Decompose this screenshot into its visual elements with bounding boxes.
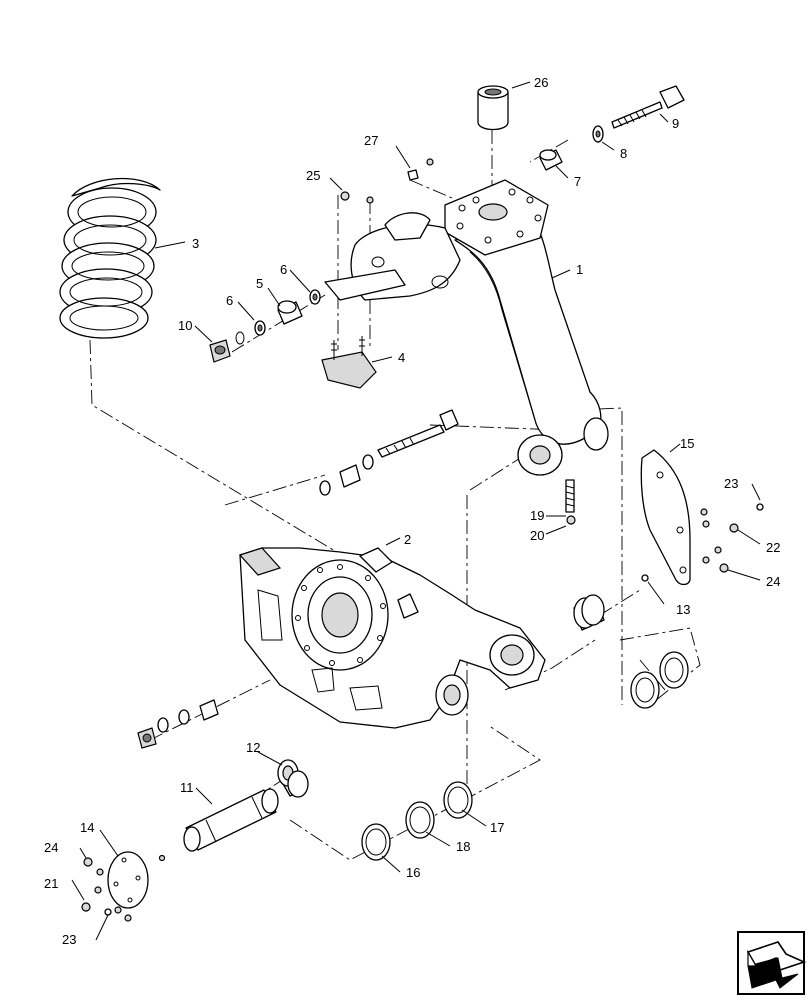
callout-labels: 26 9 27 8 25 7 3 1 5 6 6 10 4 15 23 19 2… — [44, 75, 780, 947]
callout-19: 19 — [530, 508, 544, 523]
callout-23-left: 23 — [62, 932, 76, 947]
callout-15: 15 — [680, 436, 694, 451]
callout-8: 8 — [620, 146, 627, 161]
callout-4: 4 — [398, 350, 405, 365]
fasteners-right — [641, 503, 764, 582]
long-bolt — [611, 85, 685, 129]
spacer-7 — [539, 149, 563, 171]
callout-1: 1 — [576, 262, 583, 277]
callout-10: 10 — [178, 318, 192, 333]
callout-7: 7 — [574, 174, 581, 189]
snap-ring-16 — [361, 823, 391, 861]
next-page-arrow-icon[interactable] — [737, 931, 807, 995]
side-plate — [640, 449, 691, 586]
callout-2: 2 — [404, 532, 411, 547]
callout-3: 3 — [192, 236, 199, 251]
callout-26: 26 — [534, 75, 548, 90]
bushing-sleeve — [477, 85, 509, 131]
shim-17 — [443, 781, 473, 819]
small-fasteners-top — [340, 158, 434, 204]
callout-9: 9 — [672, 116, 679, 131]
shim-18 — [405, 801, 435, 839]
bushing-12 — [277, 759, 309, 798]
callout-27: 27 — [364, 133, 378, 148]
callout-14: 14 — [80, 820, 94, 835]
callout-24-right: 24 — [766, 574, 780, 589]
plate-bolt-holes — [456, 188, 542, 244]
pin-stack-middle — [319, 409, 459, 496]
pin-stack-upper — [209, 289, 321, 363]
toothed-ring — [573, 594, 605, 631]
callout-6-lower: 6 — [226, 293, 233, 308]
washer-8 — [592, 125, 604, 143]
callout-13: 13 — [676, 602, 690, 617]
callout-24-left: 24 — [44, 840, 58, 855]
callout-6-upper: 6 — [280, 262, 287, 277]
pin-stack-lower — [137, 699, 219, 749]
callout-23-right: 23 — [724, 476, 738, 491]
leader-lines — [71, 81, 761, 941]
callout-11: 11 — [180, 780, 194, 795]
callout-22: 22 — [766, 540, 780, 555]
rubber-bump-block — [321, 336, 377, 389]
right-lower-rings — [630, 651, 689, 709]
fasteners-lower-left — [81, 854, 166, 922]
bolt-19-20 — [565, 479, 576, 525]
coil-spring — [59, 177, 161, 339]
callout-12: 12 — [246, 740, 260, 755]
callout-17: 17 — [490, 820, 504, 835]
main-bracket — [238, 547, 546, 729]
swing-arm — [324, 179, 609, 476]
callout-21: 21 — [44, 876, 58, 891]
bracket-bolt-circle — [295, 564, 386, 666]
callout-18: 18 — [456, 839, 470, 854]
callout-25: 25 — [306, 168, 320, 183]
callout-20: 20 — [530, 528, 544, 543]
end-plate — [107, 851, 149, 909]
main-pin — [183, 788, 279, 852]
callout-5: 5 — [256, 276, 263, 291]
callout-16: 16 — [406, 865, 420, 880]
